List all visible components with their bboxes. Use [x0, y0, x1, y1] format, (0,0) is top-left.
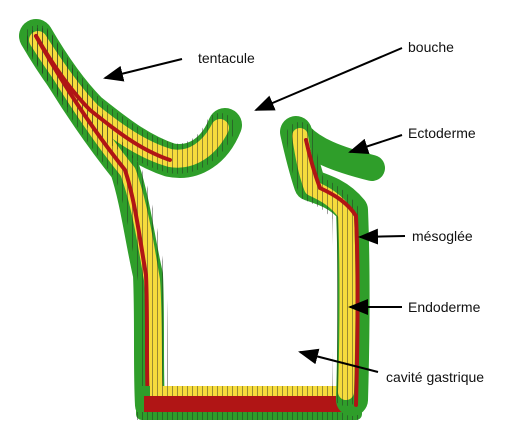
bottom-body-wall — [136, 386, 362, 420]
label-mesoglee: mésoglée — [412, 228, 473, 244]
left-body-wall — [36, 36, 225, 405]
label-tentacule: tentacule — [198, 50, 255, 66]
arrow-mesoglee — [360, 236, 405, 237]
arrow-tentacule — [105, 59, 182, 78]
label-bouche: bouche — [408, 39, 454, 55]
right-body-wall — [296, 130, 372, 405]
arrow-ectoderme — [350, 135, 402, 152]
label-endoderme: Endoderme — [408, 299, 481, 315]
label-cavite-gastrique: cavité gastrique — [386, 369, 484, 385]
label-ectoderme: Ectoderme — [408, 125, 476, 141]
mesoglea-bottom — [144, 396, 354, 412]
arrow-bouche — [256, 48, 402, 110]
